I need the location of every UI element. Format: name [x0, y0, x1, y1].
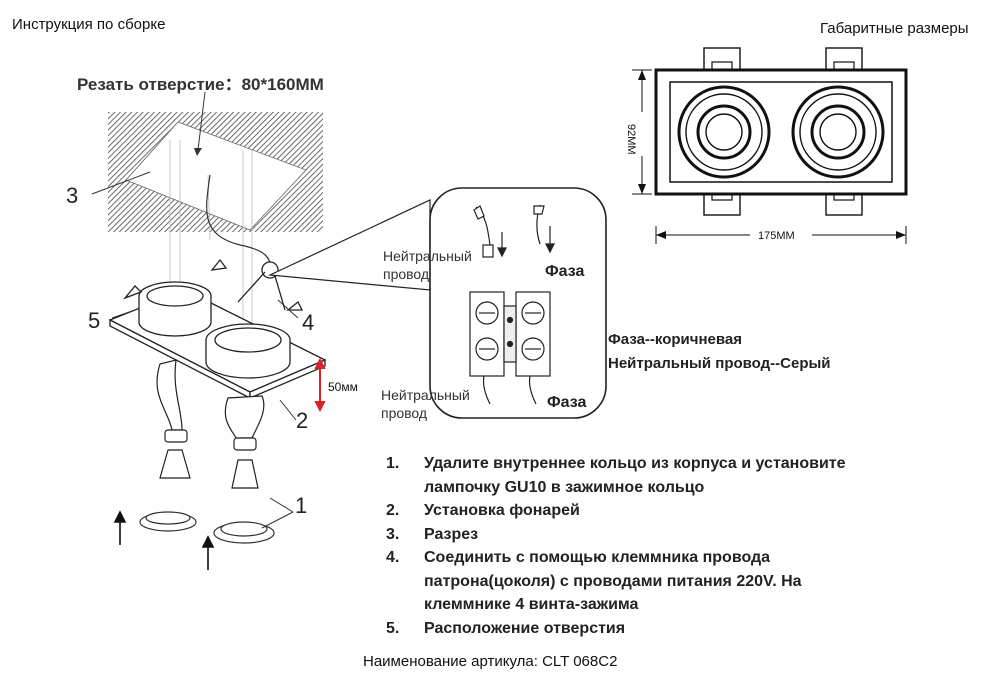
legend-neutral-grey: Нейтральный провод--Серый [608, 355, 831, 372]
step-text: Установка фонарей [424, 502, 580, 519]
lamp-holder-drawing [156, 359, 265, 489]
callout-4: 4 [302, 310, 315, 335]
article-name: Наименование артикула: CLT 068C2 [363, 653, 618, 670]
phase-wire-label-top: Фаза [545, 263, 585, 280]
ceiling-cutout-drawing [91, 91, 323, 232]
step-text: Удалите внутреннее кольцо из корпуса и у… [424, 455, 846, 496]
callout-1: 1 [295, 493, 308, 518]
alignment-lines [169, 140, 253, 330]
assembly-heading: Инструкция по сборке [12, 16, 166, 33]
neutral-wire-label-bottom: Нейтральный провод [381, 387, 470, 421]
step-item: 5. Расположение отверстия [386, 617, 886, 641]
instruction-steps: 1. Удалите внутреннее кольцо из корпуса … [386, 452, 886, 640]
step-item: 2. Установка фонарей [386, 499, 886, 523]
step-text: Расположение отверстия [424, 619, 626, 637]
power-cable [206, 174, 271, 271]
step-text: Соединить с помощью клеммника провода па… [424, 549, 802, 613]
neutral-wire-label-top: Нейтральный провод [383, 248, 472, 282]
step-number: 3. [386, 525, 400, 543]
dimension-drawing [632, 47, 908, 244]
dimensions-heading: Габаритные размеры [820, 20, 969, 37]
phase-wire-label-bottom: Фаза [547, 394, 587, 411]
callout-2: 2 [296, 408, 309, 433]
legend-phase-brown: Фаза--коричневая [608, 331, 743, 348]
width-dimension-label: 175MM [758, 230, 795, 242]
callout-3: 3 [66, 183, 79, 208]
callout-5: 5 [88, 308, 101, 333]
wiring-detail-bubble [267, 187, 607, 419]
cut-hole-label: Резать отверстие：80*160MM [77, 75, 324, 94]
callout-lines [111, 299, 299, 529]
luminaire-body-drawing [108, 258, 327, 400]
step-item: 1. Удалите внутреннее кольцо из корпуса … [386, 452, 886, 499]
step-text: Разрез [424, 525, 479, 543]
step-item: 3. Разрез [386, 523, 886, 547]
step-item: 4. Соединить с помощью клеммника провода… [386, 546, 886, 617]
height-label: 50мм [328, 380, 358, 394]
height-marker [314, 357, 326, 413]
insert-arrows [113, 510, 215, 570]
step-number: 4. [386, 549, 400, 566]
height-dimension-label: 92MM [625, 124, 637, 155]
terminal-block-drawing [469, 291, 551, 405]
trim-ring-drawing [139, 511, 275, 544]
step-number: 2. [386, 502, 400, 519]
step-number: 1. [386, 455, 400, 472]
step-number: 5. [386, 619, 400, 637]
